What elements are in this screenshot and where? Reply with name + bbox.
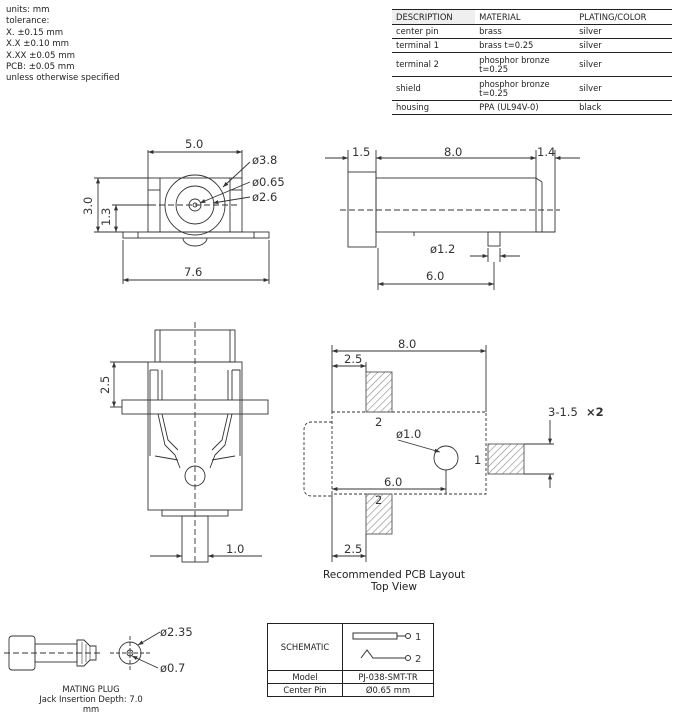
caption-line: MATING PLUG xyxy=(62,684,120,694)
dim-label: 5.0 xyxy=(185,137,203,151)
pad-label: 1 xyxy=(474,453,481,467)
side-view-labels: 1.5 8.0 1.4 ø1.2 6.0 xyxy=(352,145,555,283)
dim-label: ø0.7 xyxy=(160,661,185,675)
tolerance-notes: units: mm tolerance: X. ±0.15 mm X.X ±0.… xyxy=(6,5,120,85)
table-row: shield phosphor bronze t=0.25 silver xyxy=(392,76,672,101)
pad-2-bottom xyxy=(365,493,393,535)
note-line: tolerance: xyxy=(6,16,50,27)
table-row: terminal 1 brass t=0.25 silver xyxy=(392,38,672,53)
pcb-caption: Recommended PCB Layout Top View xyxy=(315,569,473,593)
dim-label: 8.0 xyxy=(444,145,462,159)
dim-label: 6.0 xyxy=(426,269,444,283)
dim-label: 1.0 xyxy=(226,542,244,556)
dim-label: 1.4 xyxy=(537,145,555,159)
table-header-row: DESCRIPTION MATERIAL PLATING/COLOR xyxy=(392,9,672,25)
dim-label: ø3.8 xyxy=(252,153,277,167)
dim-label: 2.5 xyxy=(344,352,362,366)
cell: Model xyxy=(267,670,343,684)
schematic-symbol: 1 2 xyxy=(342,623,434,671)
pad-1 xyxy=(487,443,525,475)
header-material: MATERIAL xyxy=(475,9,576,25)
dim-label: 3.0 xyxy=(81,197,95,215)
note-line: X.X ±0.10 mm xyxy=(6,39,70,50)
pad-2-top xyxy=(365,371,393,413)
cell: phosphor bronze t=0.25 xyxy=(475,52,576,77)
cell: brass xyxy=(475,24,576,39)
dim-label: ø2.35 xyxy=(160,625,193,639)
cell: PPA (UL94V-0) xyxy=(475,100,576,115)
cell: phosphor bronze t=0.25 xyxy=(475,76,576,101)
cell: silver xyxy=(575,52,672,77)
cell: silver xyxy=(575,76,672,101)
front-view-labels: 5.0 ø3.8 ø0.65 ø2.6 3.0 1.3 7.6 xyxy=(81,137,285,279)
cell: black xyxy=(575,100,672,115)
schematic-table: SCHEMATIC 1 2 Model PJ-038-SMT-TR Center… xyxy=(267,623,434,697)
note-line: units: mm xyxy=(6,5,50,15)
dim-label: 1.5 xyxy=(352,145,370,159)
pcb-layout-labels: 8.0 2.5 3-1.5 ×2 ø1.0 6.0 2.5 2 1 2 xyxy=(344,337,604,556)
cell: PJ-038-SMT-TR xyxy=(342,670,434,684)
table-row: terminal 2 phosphor bronze t=0.25 silver xyxy=(392,52,672,77)
pad-label: 2 xyxy=(375,493,382,507)
bottom-view-labels: 2.5 1.0 xyxy=(98,376,244,556)
dim-label: ×2 xyxy=(586,405,604,419)
pin-1-label: 1 xyxy=(415,632,421,643)
table-row: housing PPA (UL94V-0) black xyxy=(392,100,672,115)
dim-label: 2.5 xyxy=(344,542,362,556)
dim-label: ø0.65 xyxy=(252,175,285,189)
schematic-title: SCHEMATIC xyxy=(267,623,343,671)
dim-label: ø2.6 xyxy=(252,190,277,204)
mating-plug-caption: MATING PLUG Jack Insertion Depth: 7.0 mm xyxy=(30,684,152,714)
cell: Ø0.65 mm xyxy=(342,683,434,697)
dim-label: 3-1.5 xyxy=(548,405,578,419)
cell: brass t=0.25 xyxy=(475,38,576,53)
dim-label: 2.5 xyxy=(98,376,112,394)
note-line: X. ±0.15 mm xyxy=(6,27,64,38)
dim-label: 8.0 xyxy=(398,337,416,351)
pcb-caption-line: Top View xyxy=(371,581,417,593)
pad-label: 2 xyxy=(375,415,382,429)
cell: terminal 2 xyxy=(392,52,476,77)
center-hole xyxy=(433,445,459,471)
bottom-view xyxy=(110,322,269,565)
table-row: Center Pin Ø0.65 mm xyxy=(267,683,434,697)
pcb-layout xyxy=(303,345,554,562)
pin-2-label: 2 xyxy=(415,654,421,665)
note-line: X.XX ±0.05 mm xyxy=(6,50,75,61)
table-row: SCHEMATIC 1 2 xyxy=(267,623,434,671)
header-description: DESCRIPTION xyxy=(392,9,476,25)
dim-label: ø1.0 xyxy=(396,427,421,441)
table-row: center pin brass silver xyxy=(392,24,672,39)
side-view xyxy=(325,150,580,290)
dim-label: 7.6 xyxy=(184,265,202,279)
note-line: PCB: ±0.05 mm xyxy=(6,62,75,73)
note-line: unless otherwise specified xyxy=(6,73,120,84)
cell: shield xyxy=(392,76,476,101)
cell: silver xyxy=(575,24,672,39)
front-view xyxy=(94,149,270,284)
cell: terminal 1 xyxy=(392,38,476,53)
materials-table: DESCRIPTION MATERIAL PLATING/COLOR cente… xyxy=(392,9,672,115)
dim-label: 1.3 xyxy=(99,208,113,226)
mating-plug xyxy=(4,631,161,671)
table-row: Model PJ-038-SMT-TR xyxy=(267,670,434,684)
cell: Center Pin xyxy=(267,683,343,697)
dim-label: 6.0 xyxy=(384,475,402,489)
header-plating: PLATING/COLOR xyxy=(575,9,672,25)
cell: center pin xyxy=(392,24,476,39)
dim-label: ø1.2 xyxy=(430,242,455,256)
schematic-icon: 1 2 xyxy=(352,632,421,665)
mating-plug-labels: ø2.35 ø0.7 xyxy=(160,625,193,675)
cell: silver xyxy=(575,38,672,53)
caption-line: Jack Insertion Depth: 7.0 mm xyxy=(39,694,143,714)
pcb-caption-line: Recommended PCB Layout xyxy=(322,569,466,581)
cell: housing xyxy=(392,100,476,115)
